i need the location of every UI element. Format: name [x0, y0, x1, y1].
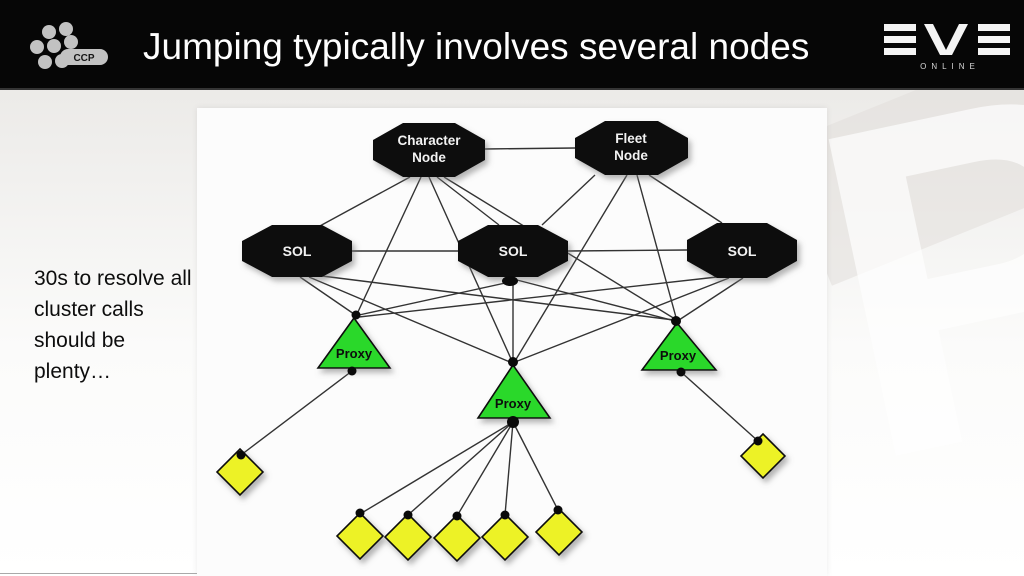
proxy-label: Proxy — [660, 348, 697, 363]
ccp-logo: CCP — [30, 22, 108, 69]
bottom-hairline — [0, 573, 197, 574]
client-diamond — [383, 512, 433, 562]
node-proxy-left: Proxy — [316, 316, 392, 369]
diagram-panel: Character Node Fleet Node SOL SOL SOL — [197, 108, 827, 576]
sol-node-label: SOL — [499, 243, 528, 259]
slide-header: CCP Jumping typically involves several n… — [0, 0, 1024, 90]
sol-node-shape — [458, 225, 568, 277]
proxy-label: Proxy — [336, 346, 373, 361]
ccp-logo-text: CCP — [73, 53, 94, 64]
client-diamond — [534, 507, 584, 557]
client-diamond — [480, 512, 530, 562]
junction-dots — [236, 276, 763, 521]
node-sol-2: SOL — [458, 225, 568, 277]
node-proxy-middle: Proxy — [476, 363, 552, 419]
fleet-node-shape — [575, 121, 688, 175]
character-node-label-2: Node — [412, 150, 446, 165]
character-node-shape — [373, 123, 485, 177]
network-diagram: Character Node Fleet Node SOL SOL SOL — [215, 121, 797, 563]
sol-node-shape — [687, 223, 797, 278]
fleet-node-label-2: Node — [614, 148, 648, 163]
eve-logo-glyph — [884, 24, 1010, 55]
client-diamonds — [215, 432, 787, 563]
proxy-label: Proxy — [495, 396, 532, 411]
client-diamond — [739, 432, 787, 480]
fleet-node-label-1: Fleet — [615, 131, 647, 146]
node-fleet: Fleet Node — [575, 121, 688, 175]
client-diamond — [432, 513, 482, 563]
node-sol-3: SOL — [687, 223, 797, 278]
edge-lines — [240, 147, 759, 517]
sol-node-label: SOL — [728, 243, 757, 259]
eve-online-subtitle: ONLINE — [920, 62, 980, 71]
character-node-label-1: Character — [397, 133, 461, 148]
node-character: Character Node — [373, 123, 485, 177]
ccp-pill — [60, 49, 108, 65]
client-diamond — [335, 511, 385, 561]
node-proxy-right: Proxy — [640, 321, 718, 371]
sol-node-shape — [242, 225, 352, 277]
node-sol-1: SOL — [242, 225, 352, 277]
eve-online-logo: ONLINE — [884, 24, 1010, 71]
client-diamond — [215, 447, 265, 497]
note-text: 30s to resolve all cluster calls should … — [34, 267, 192, 383]
slide-title: Jumping typically involves several nodes — [143, 26, 810, 67]
sol-node-label: SOL — [283, 243, 312, 259]
